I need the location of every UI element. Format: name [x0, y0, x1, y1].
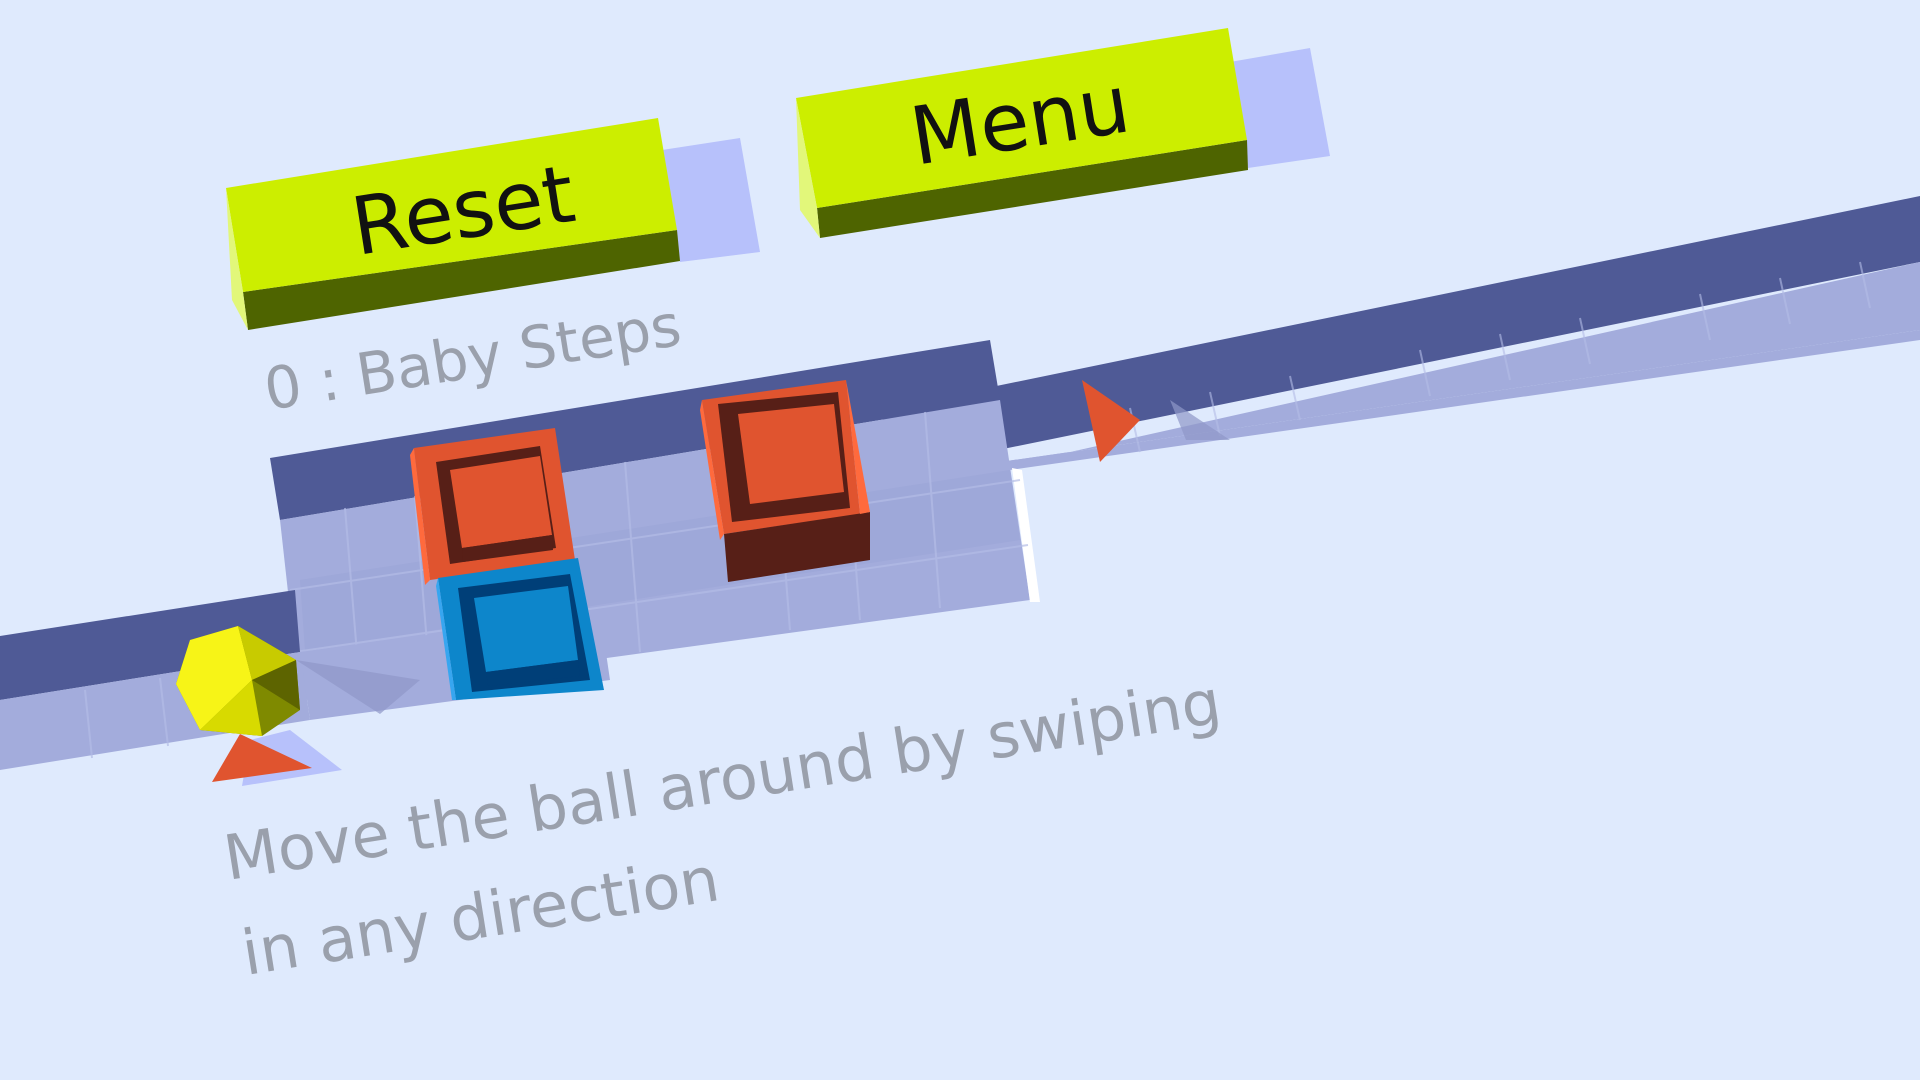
orange-arrow-icon [1082, 380, 1230, 462]
menu-button-face [796, 28, 1247, 208]
reset-button-face [226, 118, 677, 292]
red-crate [700, 380, 870, 582]
wall [880, 196, 1920, 470]
floor [990, 262, 1920, 470]
reset-button-shadow [662, 138, 760, 262]
blue-crate [436, 558, 604, 700]
menu-button-side [817, 140, 1248, 238]
menu-button[interactable]: Menu [796, 28, 1330, 238]
menu-button-shadow [1230, 48, 1330, 168]
yellow-ball-icon[interactable] [176, 626, 300, 736]
wall [0, 590, 300, 700]
reset-button-side [243, 230, 680, 330]
orange-arrow-icon [212, 730, 342, 786]
red-crate [410, 428, 575, 585]
reset-button[interactable]: Reset [226, 118, 760, 330]
